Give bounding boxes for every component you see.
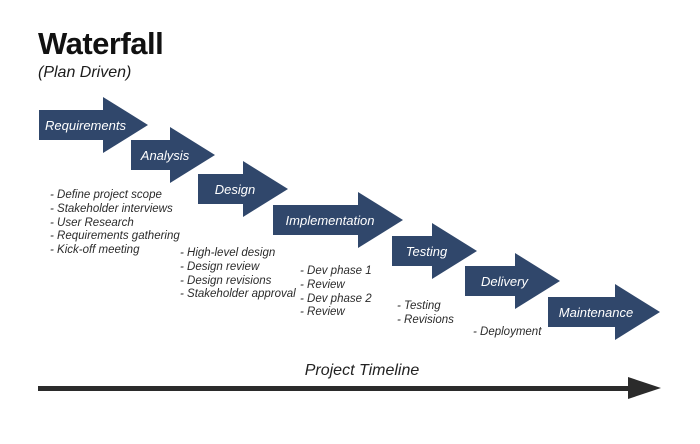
note-item: - Deployment — [473, 326, 542, 338]
stage-testing: Testing — [392, 223, 477, 279]
note-item: - User Research — [50, 216, 134, 229]
note-item: - Revisions — [397, 313, 454, 326]
stage-label-implementation: Implementation — [285, 212, 375, 228]
note-item: - Dev phase 2 — [300, 292, 372, 305]
note-item: - Design review — [180, 260, 260, 273]
note-item: - Stakeholder approval — [180, 288, 296, 301]
stage-implementation: Implementation — [273, 192, 403, 248]
note-item: - High-level design — [180, 247, 276, 259]
note-item: - Review — [300, 278, 345, 291]
notes-requirements: - Define project scope - Stakeholder int… — [50, 189, 180, 258]
stage-design: Design — [198, 161, 288, 217]
stage-arrow-icon — [273, 192, 403, 248]
note-item: - Review — [300, 306, 345, 319]
stage-delivery: Delivery — [465, 253, 560, 309]
stage-label-requirements: Requirements — [45, 117, 126, 133]
stage-label-testing: Testing — [405, 243, 448, 259]
stage-label-analysis: Analysis — [140, 147, 190, 163]
stage-arrow-icon — [392, 223, 477, 279]
notes-implementation: - Dev phase 1 - Review - Dev phase 2 - R… — [300, 265, 372, 320]
notes-delivery: - Deployment — [473, 326, 541, 340]
note-item: - Kick-off meeting — [50, 244, 140, 257]
stage-maintenance: Maintenance — [548, 284, 660, 340]
note-item: - Define project scope — [50, 189, 162, 201]
stage-arrow-icon — [548, 284, 660, 340]
timeline-label: Project Timeline — [304, 362, 420, 379]
notes-testing: - Testing - Revisions — [397, 300, 454, 328]
stage-label-delivery: Delivery — [481, 273, 528, 289]
note-item: - Requirements gathering — [50, 230, 180, 243]
stage-arrow-icon — [131, 127, 215, 183]
note-item: - Testing — [397, 300, 441, 312]
timeline-arrowhead-icon — [628, 377, 661, 399]
timeline-axis — [38, 386, 630, 391]
note-item: - Dev phase 1 — [300, 265, 372, 277]
page-subtitle: (Plan Driven) — [38, 64, 132, 81]
note-item: - Stakeholder interviews — [50, 202, 173, 215]
page-title: Waterfall — [38, 26, 164, 61]
stage-requirements: Requirements — [39, 97, 148, 153]
stage-arrow-icon — [198, 161, 288, 217]
stage-arrow-icon — [39, 97, 148, 153]
note-item: - Design revisions — [180, 274, 272, 287]
stage-label-maintenance: Maintenance — [558, 304, 634, 320]
stage-analysis: Analysis — [131, 127, 215, 183]
stage-arrow-icon — [465, 253, 560, 309]
stage-label-design: Design — [214, 181, 256, 197]
notes-design: - High-level design - Design review - De… — [180, 247, 296, 302]
